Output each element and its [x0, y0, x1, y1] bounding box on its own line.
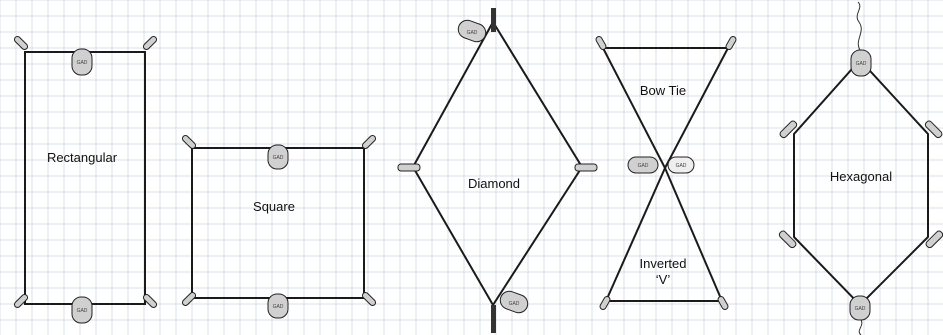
- corner-stake: [924, 120, 943, 139]
- bowtie-right-edge: [664, 47, 729, 169]
- device-text: GAD: [77, 60, 88, 66]
- stake-post: [491, 305, 496, 333]
- bowtie-label: Bow Tie: [640, 83, 686, 98]
- side-stake: [397, 163, 421, 172]
- cable: [858, 317, 863, 335]
- rectangular-perimeter: [24, 51, 146, 305]
- diamond-layout: GAD GAD Diamond: [397, 8, 598, 333]
- receiver-device: GAD: [667, 156, 695, 174]
- receiver-device: GAD: [627, 156, 659, 174]
- inverted-v-right-edge: [664, 167, 723, 302]
- corner-stake: [142, 35, 158, 51]
- device-text: GAD: [273, 155, 284, 161]
- corner-stake: [142, 293, 158, 309]
- square-perimeter: [191, 147, 365, 299]
- inverted-v-label-line1: Inverted: [640, 256, 687, 271]
- device-text: GAD: [638, 163, 649, 169]
- cable: [856, 1, 862, 51]
- bowtie-layout: GAD GAD Bow Tie Inverted ‘V’: [595, 36, 737, 310]
- receiver-device: GAD: [267, 293, 289, 319]
- corner-stake: [779, 120, 798, 139]
- device-text: GAD: [855, 306, 866, 312]
- receiver-device: GAD: [499, 290, 529, 314]
- receiver-device: GAD: [71, 48, 93, 76]
- corner-stake: [361, 134, 377, 150]
- stake-post: [491, 8, 496, 32]
- corner-stake: [13, 293, 29, 309]
- corner-stake: [778, 230, 797, 249]
- rectangular-label: Rectangular: [47, 150, 118, 165]
- bowtie-left-edge: [602, 47, 666, 169]
- inverted-v-label-line2: ‘V’: [656, 272, 671, 287]
- corner-stake: [361, 291, 377, 307]
- side-stake: [574, 163, 598, 172]
- corner-stake: [181, 291, 197, 307]
- receiver-device: GAD: [71, 296, 93, 324]
- corner-stake: [717, 296, 729, 310]
- hexagonal-layout: GAD GAD Hexagonal: [778, 1, 943, 335]
- diamond-label: Diamond: [468, 176, 520, 191]
- corner-stake: [599, 296, 611, 310]
- square-label: Square: [253, 199, 295, 214]
- receiver-device: GAD: [849, 295, 871, 321]
- square-layout: GAD GAD Square: [181, 134, 377, 319]
- device-text: GAD: [856, 61, 867, 67]
- device-text: GAD: [467, 30, 478, 36]
- corner-stake: [725, 36, 737, 50]
- inverted-v-left-edge: [605, 167, 666, 302]
- receiver-device: GAD: [850, 49, 872, 77]
- receiver-device: GAD: [457, 19, 487, 43]
- device-text: GAD: [676, 163, 687, 169]
- corner-stake: [595, 36, 607, 50]
- corner-stake: [925, 230, 943, 249]
- device-text: GAD: [509, 301, 520, 307]
- receiver-device: GAD: [267, 144, 289, 170]
- rectangular-layout: GAD GAD Rectangular: [13, 35, 158, 324]
- device-text: GAD: [273, 304, 284, 310]
- corner-stake: [181, 134, 197, 150]
- corner-stake: [13, 35, 29, 51]
- hexagonal-label: Hexagonal: [830, 169, 892, 184]
- device-text: GAD: [77, 308, 88, 314]
